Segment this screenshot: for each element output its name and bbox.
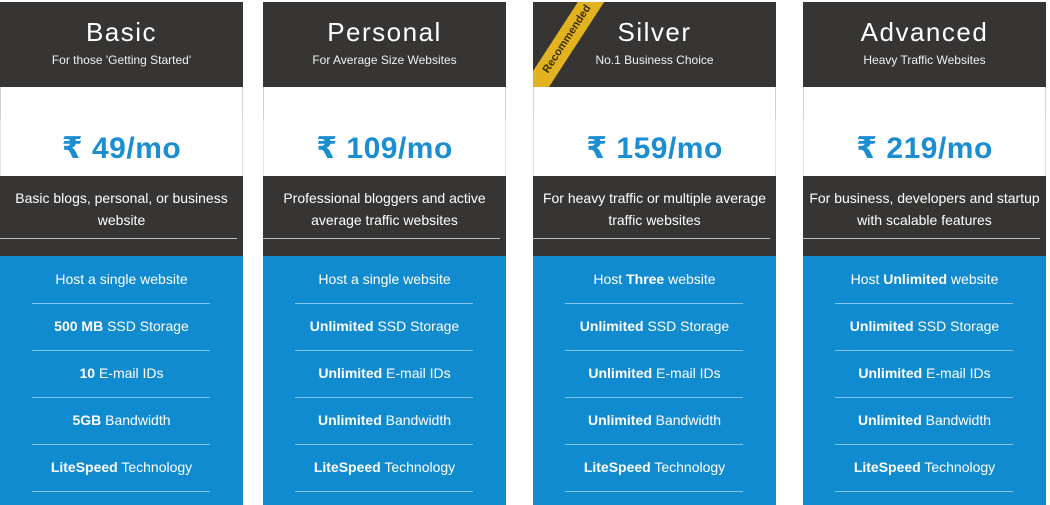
plan-description: For heavy traffic or multiple average tr… [533, 176, 776, 256]
currency-symbol: ₹ [316, 132, 338, 165]
plan-tagline: For those 'Getting Started' [51, 53, 192, 67]
divider [32, 397, 210, 398]
feature-item: Unlimited Bandwidth [317, 412, 452, 428]
divider [295, 303, 473, 304]
divider [32, 444, 210, 445]
divider [295, 491, 473, 492]
divider [565, 491, 743, 492]
feature-item: Unlimited E-mail IDs [318, 365, 451, 381]
plan-price: ₹ 49/mo [0, 119, 243, 176]
divider [835, 303, 1013, 304]
divider [295, 350, 473, 351]
feature-item: Unlimited E-mail IDs [588, 365, 721, 381]
plan-name: Basic [85, 17, 158, 47]
feature-item: Unlimited SSD Storage [309, 318, 460, 334]
plan-tagline: No.1 Business Choice [595, 53, 714, 67]
plan-header: Personal For Average Size Websites [263, 2, 506, 87]
divider [263, 238, 500, 239]
plan-description: Professional bloggers and active average… [263, 176, 506, 256]
plan-tagline: Heavy Traffic Websites [863, 53, 986, 67]
divider [0, 238, 237, 239]
divider [835, 397, 1013, 398]
plan-spacer [0, 87, 243, 119]
plan-spacer [263, 87, 506, 119]
plan-header: Basic For those 'Getting Started' [0, 2, 243, 87]
divider [835, 350, 1013, 351]
plan-description: For business, developers and startup wit… [803, 176, 1046, 256]
plan-card-advanced: Advanced Heavy Traffic Websites ₹ 219/mo… [803, 2, 1046, 505]
plan-price: ₹ 109/mo [263, 119, 506, 176]
plan-spacer [533, 87, 776, 119]
price-value: 159/mo [616, 132, 723, 165]
feature-item: LiteSpeed Technology [313, 459, 456, 475]
feature-list: Host Unlimited website Unlimited SSD Sto… [803, 256, 1046, 505]
feature-item: Host a single website [318, 271, 451, 287]
price-value: 219/mo [886, 132, 993, 165]
feature-item: Host Unlimited website [850, 271, 999, 287]
plan-name: Silver [617, 17, 692, 47]
currency-symbol: ₹ [586, 132, 608, 165]
plan-price: ₹ 219/mo [803, 119, 1046, 176]
plan-header: Recommended Silver No.1 Business Choice [533, 2, 776, 87]
plan-card-basic: Basic For those 'Getting Started' ₹ 49/m… [0, 2, 243, 505]
feature-item: 500 MB SSD Storage [54, 318, 189, 334]
feature-item: Unlimited E-mail IDs [858, 365, 991, 381]
divider [803, 238, 1040, 239]
divider [533, 238, 770, 239]
feature-item: 10 E-mail IDs [79, 365, 164, 381]
feature-item: Unlimited Bandwidth [587, 412, 722, 428]
divider [565, 303, 743, 304]
feature-item: 5GB Bandwidth [72, 412, 171, 428]
plan-spacer [803, 87, 1046, 119]
feature-list: Host a single website Unlimited SSD Stor… [263, 256, 506, 505]
plan-name: Personal [327, 17, 442, 47]
plan-price: ₹ 159/mo [533, 119, 776, 176]
plan-header: Advanced Heavy Traffic Websites [803, 2, 1046, 87]
feature-item: Unlimited SSD Storage [849, 318, 1000, 334]
plan-tagline: For Average Size Websites [312, 53, 457, 67]
plan-name: Advanced [860, 17, 989, 47]
feature-item: Unlimited SSD Storage [579, 318, 730, 334]
feature-item: Unlimited Bandwidth [857, 412, 992, 428]
price-value: 109/mo [346, 132, 453, 165]
feature-item: Host Three website [593, 271, 716, 287]
currency-symbol: ₹ [856, 132, 878, 165]
plan-description: Basic blogs, personal, or business websi… [0, 176, 243, 256]
feature-item: LiteSpeed Technology [853, 459, 996, 475]
divider [835, 444, 1013, 445]
divider [565, 444, 743, 445]
divider [32, 350, 210, 351]
divider [32, 491, 210, 492]
divider [32, 303, 210, 304]
feature-item: LiteSpeed Technology [583, 459, 726, 475]
divider [565, 350, 743, 351]
feature-list: Host a single website 500 MB SSD Storage… [0, 256, 243, 505]
price-value: 49/mo [92, 132, 182, 165]
feature-list: Host Three website Unlimited SSD Storage… [533, 256, 776, 505]
plan-card-silver: Recommended Silver No.1 Business Choice … [533, 2, 776, 505]
feature-item: Host a single website [55, 271, 188, 287]
currency-symbol: ₹ [61, 132, 84, 165]
divider [295, 444, 473, 445]
divider [835, 491, 1013, 492]
feature-item: LiteSpeed Technology [50, 459, 193, 475]
divider [295, 397, 473, 398]
plan-card-personal: Personal For Average Size Websites ₹ 109… [263, 2, 506, 505]
divider [565, 397, 743, 398]
